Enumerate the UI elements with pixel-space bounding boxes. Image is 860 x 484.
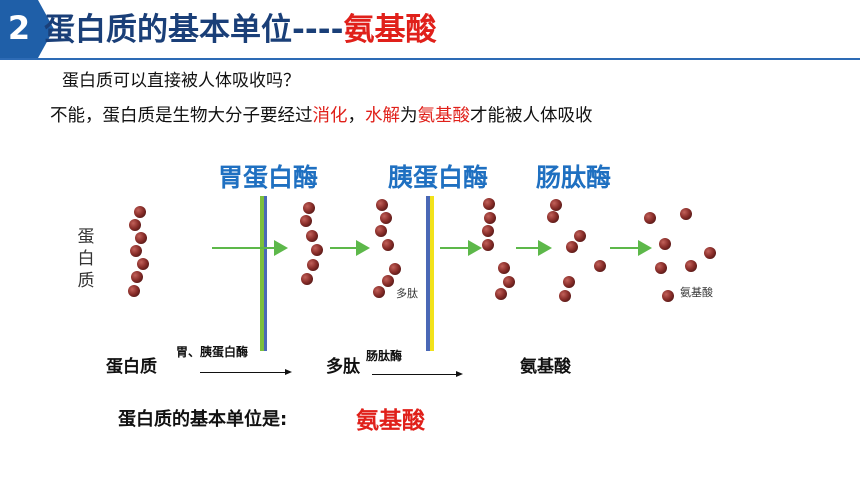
peptides-after-trypsin [482, 198, 515, 300]
answer-text: 不能，蛋白质是生物大分子要经过消化，水解为氨基酸才能被人体吸收 [50, 102, 593, 127]
enzyme-label-trypsin: 胰蛋白酶 [388, 163, 489, 192]
section-number-badge [0, 0, 38, 58]
answer-amino: 氨基酸 [417, 106, 471, 126]
title-main: 蛋白质的基本单位---- [44, 12, 344, 48]
protein-chain [128, 206, 149, 297]
section-number: 2 [7, 9, 31, 47]
protein-vertical-label: 蛋白质 [77, 227, 95, 291]
eq-enzyme-a: 胃、胰蛋白酶 [176, 345, 249, 359]
eq-arrow-1-line [200, 372, 285, 373]
eq-arrow-1-head [285, 369, 292, 375]
badge-arrow-shape [38, 0, 54, 58]
answer-to: 为 [400, 106, 418, 126]
answer-comma: ， [347, 106, 366, 126]
page-title: 蛋白质的基本单位----氨基酸 [44, 8, 436, 52]
conclusion-answer: 氨基酸 [356, 408, 425, 434]
peptides-partial [547, 199, 606, 302]
blue-membrane-1 [264, 196, 267, 351]
eq-protein: 蛋白质 [106, 357, 157, 377]
header-divider [0, 58, 860, 60]
eq-polypeptide: 多肽 [326, 357, 360, 377]
eq-amino: 氨基酸 [520, 357, 571, 377]
amino-small-label: 氨基酸 [680, 286, 713, 299]
eq-arrow-2-head [456, 371, 463, 377]
enzyme-label-pepsin: 胃蛋白酶 [218, 163, 319, 192]
title-highlight: 氨基酸 [343, 12, 437, 48]
partial-chain-1 [300, 202, 323, 285]
blue-membrane-2 [426, 196, 430, 351]
answer-part2: 才能被人体吸收 [470, 106, 593, 126]
question-text: 蛋白质可以直接被人体吸收吗？ [62, 71, 300, 91]
eq-arrow-2-line [372, 374, 456, 375]
answer-digest: 消化 [312, 106, 348, 126]
answer-hydrolyze: 水解 [365, 106, 400, 126]
polypeptide-small-label: 多肽 [396, 287, 418, 300]
eq-enzyme-b: 肠肽酶 [366, 349, 403, 363]
green-membrane [260, 196, 264, 351]
answer-part1: 不能，蛋白质是生物大分子要经过 [50, 106, 313, 126]
free-amino-acids [644, 208, 716, 302]
conclusion-text: 蛋白质的基本单位是: [118, 409, 288, 430]
polypeptides [373, 199, 401, 298]
enzyme-label-peptidase: 肠肽酶 [536, 163, 612, 192]
yellow-membrane [430, 196, 434, 351]
